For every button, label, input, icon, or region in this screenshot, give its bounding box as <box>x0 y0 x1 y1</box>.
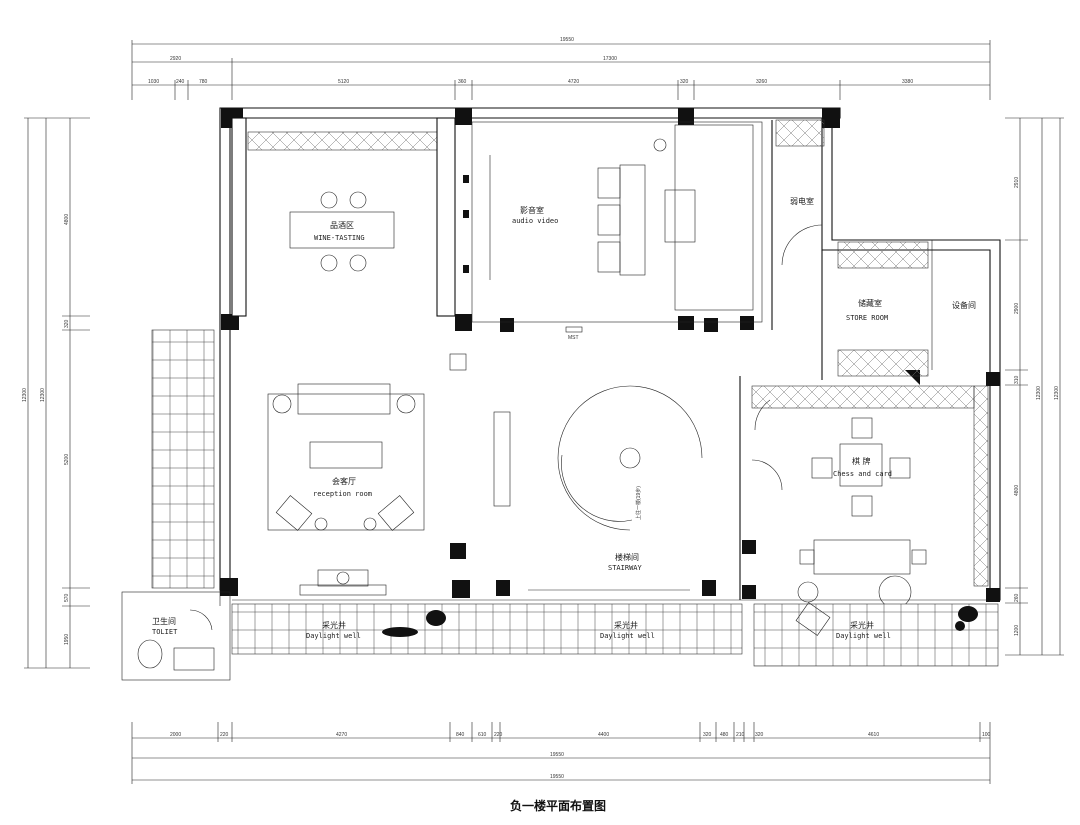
toilet-room <box>121 591 231 681</box>
drawing-title: 负一楼平面布置图 <box>510 798 606 813</box>
daylight2-label-en: Daylight well <box>600 632 655 640</box>
reception-label-cn: 会客厅 <box>332 476 356 486</box>
dim-bottom-seg-7: 4400 <box>598 732 609 738</box>
dim-top-seg-6: 3380 <box>902 79 913 85</box>
dim-top-left-part-2: 240 <box>176 79 185 85</box>
structural-columns <box>220 108 1000 602</box>
dim-left-seg-4: 570 <box>64 593 70 602</box>
dim-bottom-seg-6: 220 <box>494 732 503 738</box>
dim-left-seg-1: 4800 <box>64 214 70 225</box>
dim-bottom-seg-12: 4610 <box>868 732 879 738</box>
dim-bottom-seg-8: 320 <box>703 732 712 738</box>
dim-left-overall-b: 12300 <box>40 388 46 402</box>
weak-label-cn: 弱电室 <box>790 196 814 206</box>
dim-top-left-part-1: 1030 <box>148 79 159 85</box>
av-label-cn: 影音室 <box>520 205 544 215</box>
spiral-staircase <box>528 385 703 591</box>
toilet-label-cn: 卫生间 <box>152 616 176 626</box>
dim-right-seg-2: 2900 <box>1014 303 1020 314</box>
daylight1-label-cn: 采光井 <box>322 620 346 630</box>
dim-bottom-overall-a: 19550 <box>550 752 564 758</box>
equip-label-cn: 设备间 <box>952 300 976 310</box>
dim-bottom-seg-3: 4270 <box>336 732 347 738</box>
dim-top-sub: 17300 <box>603 56 617 62</box>
dim-bottom-seg-1: 2000 <box>170 732 181 738</box>
wine-label-cn: 品酒区 <box>330 221 354 230</box>
toilet-label-en: TOLIET <box>152 628 178 636</box>
dim-bottom-seg-5: 610 <box>478 732 487 738</box>
audio-video-room <box>463 121 763 333</box>
dim-top-overall: 19550 <box>560 37 574 43</box>
wine-tasting-area <box>231 117 456 317</box>
dim-left-seg-5: 1950 <box>64 634 70 645</box>
daylight3-label-cn: 采光井 <box>850 620 874 630</box>
dim-bottom-seg-2: 220 <box>220 732 229 738</box>
dim-left-seg-2: 320 <box>64 319 70 328</box>
reception-label-en: reception room <box>313 490 372 498</box>
stair-note: 上往一楼(19步) <box>635 486 642 520</box>
dim-right-overall-b: 12300 <box>1054 386 1060 400</box>
chess-label-en: Chess and card <box>833 470 892 478</box>
left-light-well-strip <box>151 329 215 589</box>
dim-bottom-seg-11: 320 <box>755 732 764 738</box>
store-label-cn: 储藏室 <box>858 298 882 308</box>
dim-right-seg-6: 1200 <box>1014 625 1020 636</box>
chess-label-cn: 棋 牌 <box>852 456 871 466</box>
dim-bottom-seg-9: 480 <box>720 732 729 738</box>
dim-top-seg-1: 5120 <box>338 79 349 85</box>
dim-left-overall-a: 12300 <box>22 388 28 402</box>
daylight1-label-en: Daylight well <box>306 632 361 640</box>
right-dimension-lines <box>1005 117 1064 656</box>
daylight3-label-en: Daylight well <box>836 632 891 640</box>
wine-label-en: WINE-TASTING <box>314 234 365 242</box>
dim-left-seg-3: 5200 <box>64 454 70 465</box>
daylight2-label-cn: 采光井 <box>614 620 638 630</box>
av-label-en: audio video <box>512 217 558 225</box>
stair-label-en: STAIRWAY <box>608 564 643 572</box>
dim-right-overall-a: 12300 <box>1036 386 1042 400</box>
store-label-en: STORE ROOM <box>846 314 888 322</box>
dim-right-seg-4: 4800 <box>1014 485 1020 496</box>
dim-bottom-seg-10: 210 <box>736 732 745 738</box>
stair-label-cn: 楼梯间 <box>615 552 639 562</box>
chess-card-room <box>739 376 989 609</box>
top-dimension-lines <box>131 40 991 100</box>
dim-right-seg-1: 2910 <box>1014 177 1020 188</box>
dim-top-seg-4: 320 <box>680 79 689 85</box>
dim-top-left-part-3: 780 <box>199 79 208 85</box>
dim-bottom-overall-b: 19550 <box>550 774 564 780</box>
dim-bottom-seg-4: 840 <box>456 732 465 738</box>
mst-label: MST <box>568 335 579 341</box>
dim-top-seg-2: 360 <box>458 79 467 85</box>
dim-top-seg-3: 4720 <box>568 79 579 85</box>
utility-rooms <box>771 119 933 380</box>
dim-bottom-seg-13: 100 <box>982 732 991 738</box>
bottom-dimension-lines <box>131 722 991 784</box>
dim-right-seg-5: 260 <box>1014 593 1020 602</box>
left-dimension-lines <box>24 117 90 669</box>
dim-top-seg-5: 3260 <box>756 79 767 85</box>
daylight-wells <box>231 602 999 667</box>
dim-right-seg-3: 310 <box>1014 375 1020 384</box>
dim-top-left: 2920 <box>170 56 181 62</box>
reception-room <box>267 353 511 596</box>
